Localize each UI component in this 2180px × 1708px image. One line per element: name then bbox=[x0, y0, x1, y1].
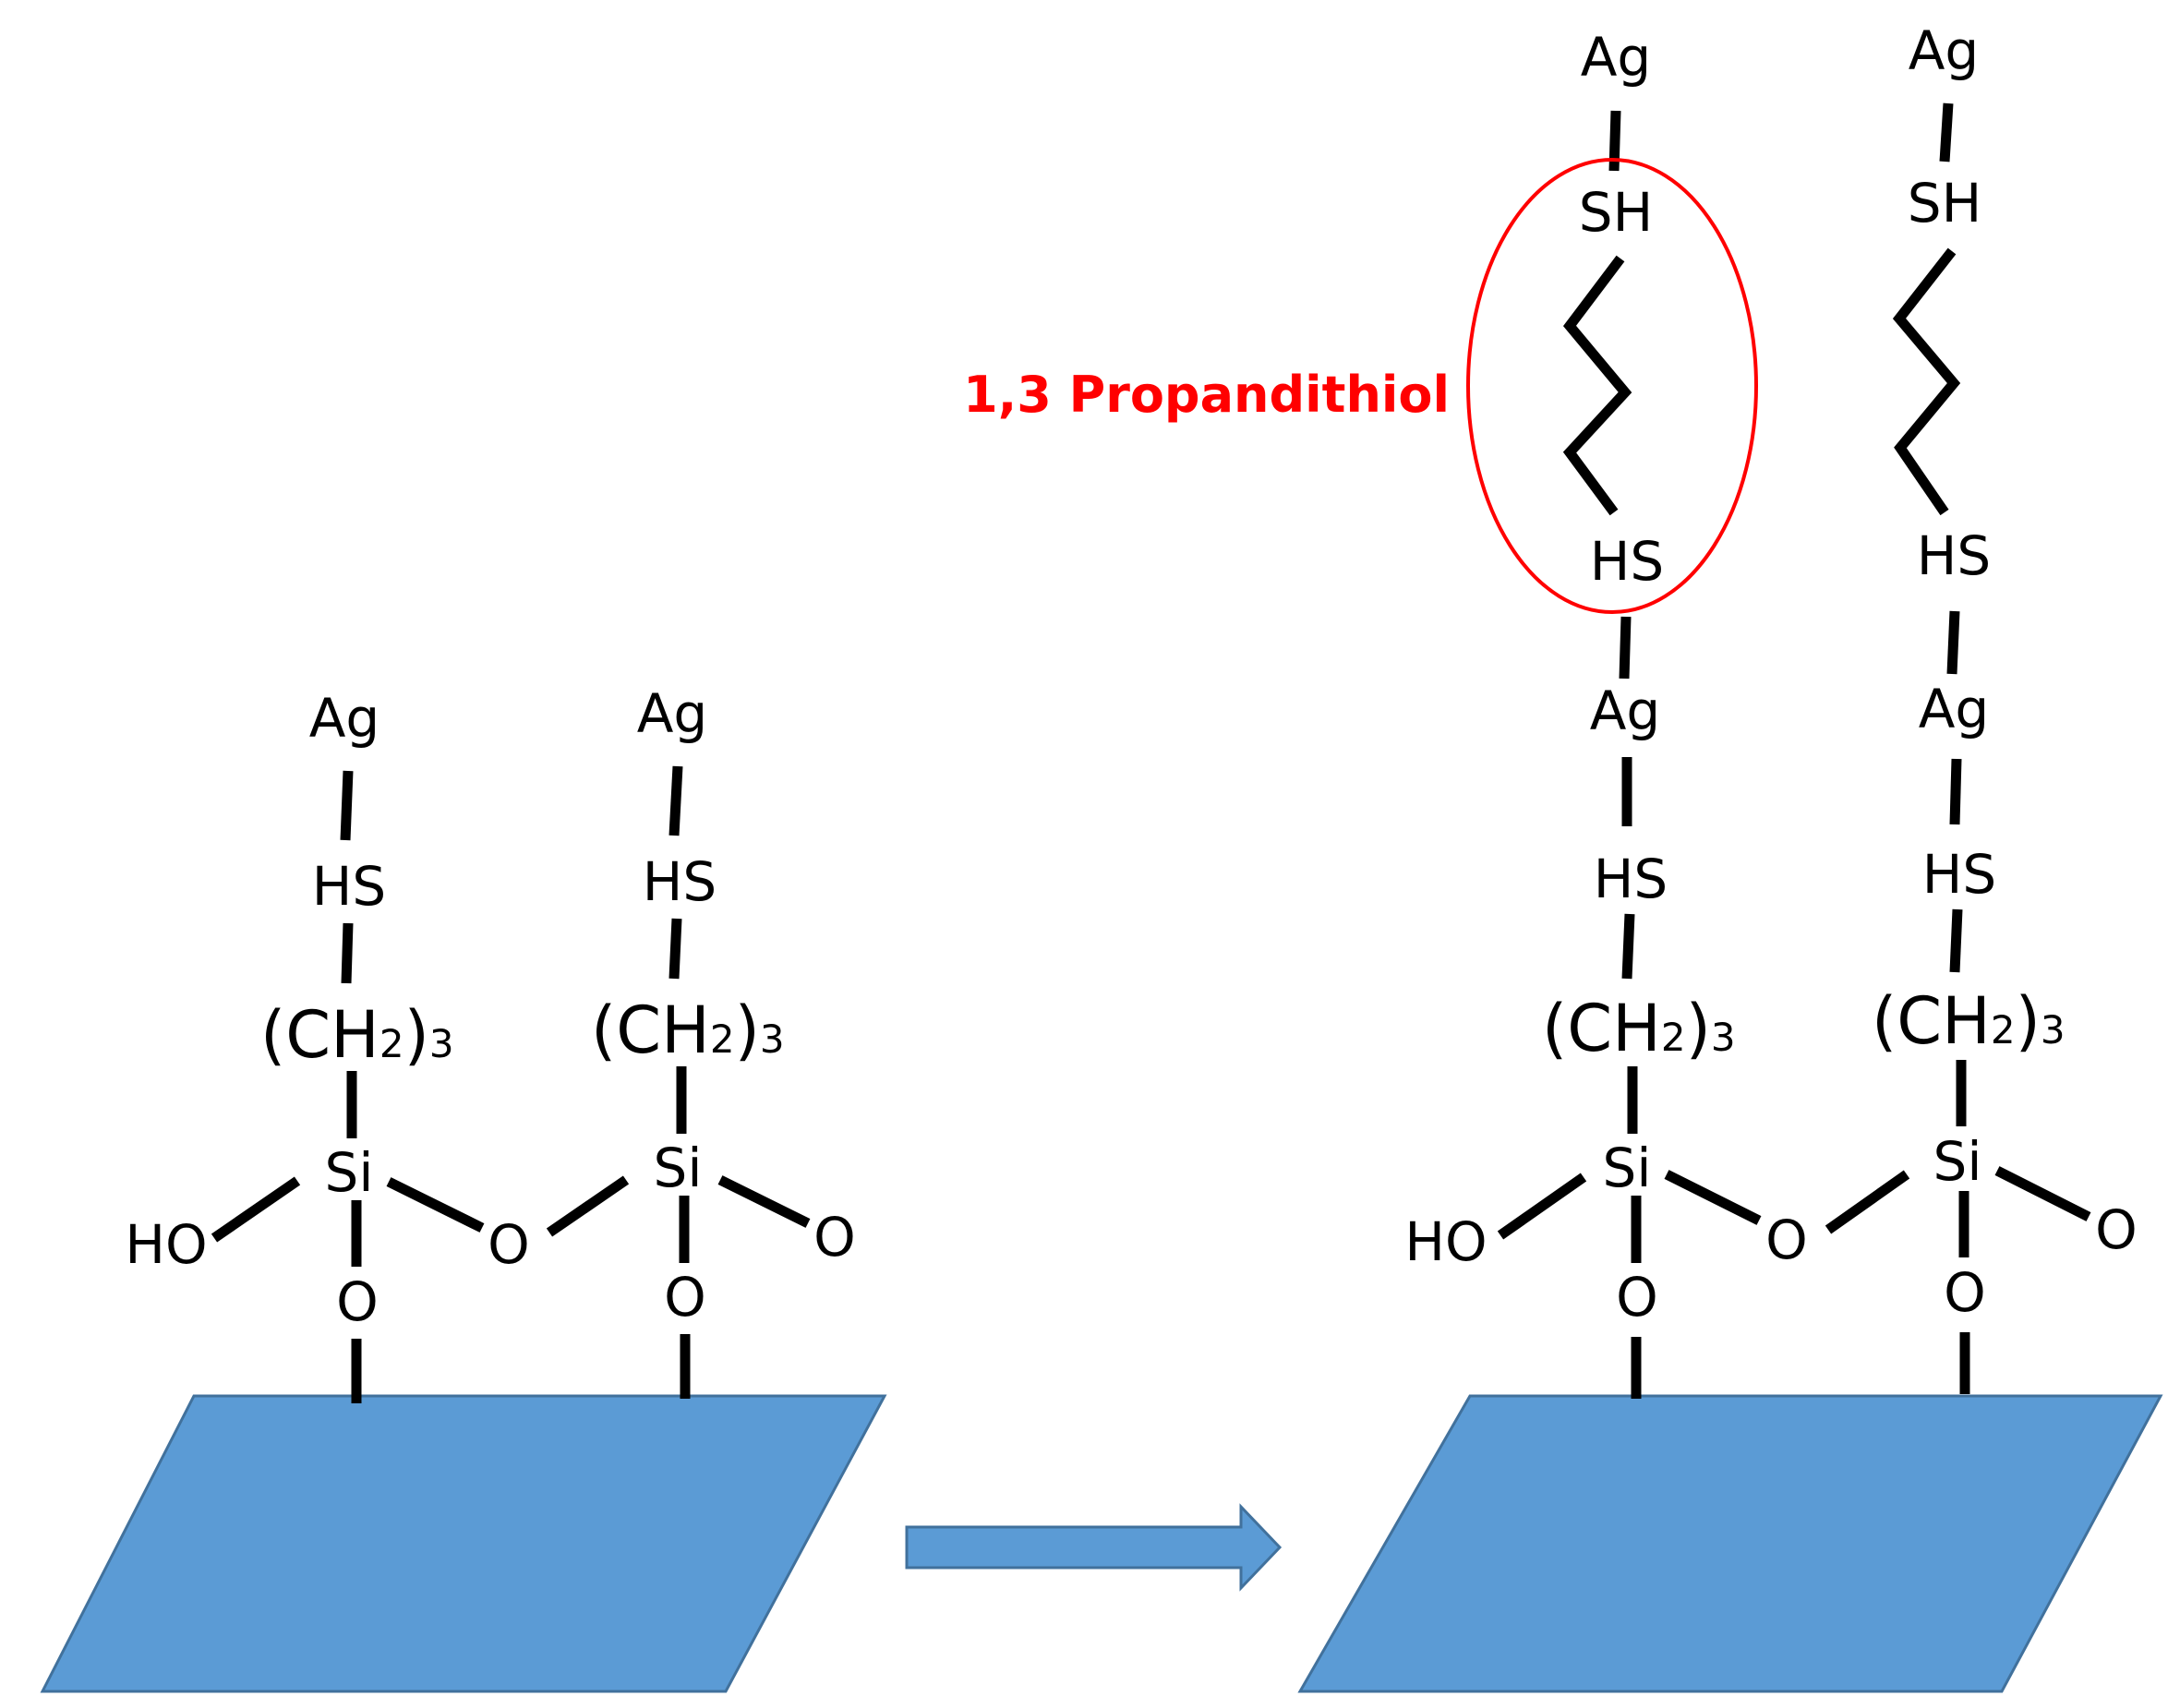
bond bbox=[1939, 102, 1954, 162]
bond bbox=[546, 1175, 630, 1237]
propyl-chain-label: (CH2)3 bbox=[1872, 983, 2066, 1059]
left-substrate-plate bbox=[40, 1394, 887, 1693]
bond bbox=[1949, 908, 1963, 973]
oxygen-atom-label: O bbox=[2095, 1198, 2138, 1261]
silver-atom-label: Ag bbox=[1581, 26, 1652, 89]
right-molecule-1: Ag SH HS Ag HS (CH2)3 Si HO O bbox=[1404, 26, 1762, 1399]
right-molecule-2: Ag SH HS Ag HS (CH2)3 Si O O bbox=[1872, 19, 2138, 1394]
bond bbox=[1949, 758, 1962, 825]
propyl-chain-label: (CH2)3 bbox=[591, 992, 785, 1068]
bond bbox=[668, 918, 682, 980]
silver-atom-label: Ag bbox=[1909, 19, 1980, 82]
silicon-atom-label: Si bbox=[1603, 1137, 1652, 1199]
thiol-group-label: HS bbox=[1917, 524, 1991, 587]
thiol-group-label: HS bbox=[1594, 848, 1668, 910]
oxygen-atom-label: O bbox=[336, 1270, 379, 1333]
bond bbox=[668, 765, 683, 836]
silver-atom-label: Ag bbox=[1919, 678, 1990, 740]
bond bbox=[1608, 110, 1621, 172]
oxygen-atom-label: O bbox=[813, 1206, 856, 1269]
right-assembly: Ag SH HS Ag HS (CH2)3 Si HO O O Ag bbox=[963, 19, 2163, 1693]
bridging-oxygen-label: O bbox=[1765, 1209, 1808, 1271]
reaction-arrow bbox=[905, 1503, 1283, 1592]
silver-atom-label: Ag bbox=[1590, 680, 1661, 742]
bond bbox=[386, 1177, 485, 1233]
oxygen-atom-label: O bbox=[1944, 1261, 1986, 1324]
bond bbox=[341, 922, 354, 984]
propyl-chain-label: (CH2)3 bbox=[1542, 991, 1736, 1066]
silicon-atom-label: Si bbox=[1933, 1130, 1982, 1193]
thiol-group-label: HS bbox=[312, 855, 386, 918]
hydroxyl-group-label: HO bbox=[125, 1213, 207, 1276]
silver-atom-label: Ag bbox=[309, 687, 380, 750]
bond bbox=[1497, 1173, 1587, 1240]
bond bbox=[1994, 1166, 2091, 1221]
highlight-ellipse bbox=[1466, 158, 1758, 614]
left-molecule-1: Ag HS (CH2)3 Si HO O bbox=[125, 687, 485, 1403]
silicon-atom-label: Si bbox=[325, 1141, 374, 1204]
right-substrate-plate bbox=[1297, 1394, 2163, 1693]
silver-atom-label: Ag bbox=[637, 682, 708, 745]
thiol-group-label: HS bbox=[643, 850, 717, 913]
bond bbox=[1825, 1170, 1910, 1234]
bond bbox=[1664, 1170, 1762, 1225]
left-molecule-2: Ag HS (CH2)3 Si O O bbox=[591, 682, 856, 1399]
propyl-chain-label: (CH2)3 bbox=[260, 997, 454, 1073]
bond bbox=[1946, 610, 1960, 675]
thiol-group-label: HS bbox=[1590, 530, 1664, 593]
bond bbox=[717, 1175, 811, 1228]
left-assembly: Ag HS (CH2)3 Si HO O O Ag HS (CH2)3 Si bbox=[40, 682, 887, 1693]
thiol-group-label: HS bbox=[1922, 843, 1996, 906]
thiol-group-label: SH bbox=[1908, 172, 1981, 235]
silicon-atom-label: Si bbox=[654, 1137, 703, 1199]
bond bbox=[1621, 913, 1635, 980]
bond bbox=[211, 1176, 301, 1243]
oxygen-atom-label: O bbox=[664, 1266, 706, 1329]
propyl-chain bbox=[1562, 255, 1632, 516]
propyl-chain bbox=[1892, 247, 1961, 516]
bridging-oxygen-label: O bbox=[488, 1213, 530, 1276]
oxygen-atom-label: O bbox=[1616, 1266, 1658, 1329]
propandithiol-annotation: 1,3 Propandithiol bbox=[963, 366, 1450, 424]
hydroxyl-group-label: HO bbox=[1404, 1210, 1487, 1273]
bond bbox=[1619, 616, 1632, 680]
thiol-group-label: SH bbox=[1579, 181, 1653, 244]
bond bbox=[340, 770, 354, 841]
